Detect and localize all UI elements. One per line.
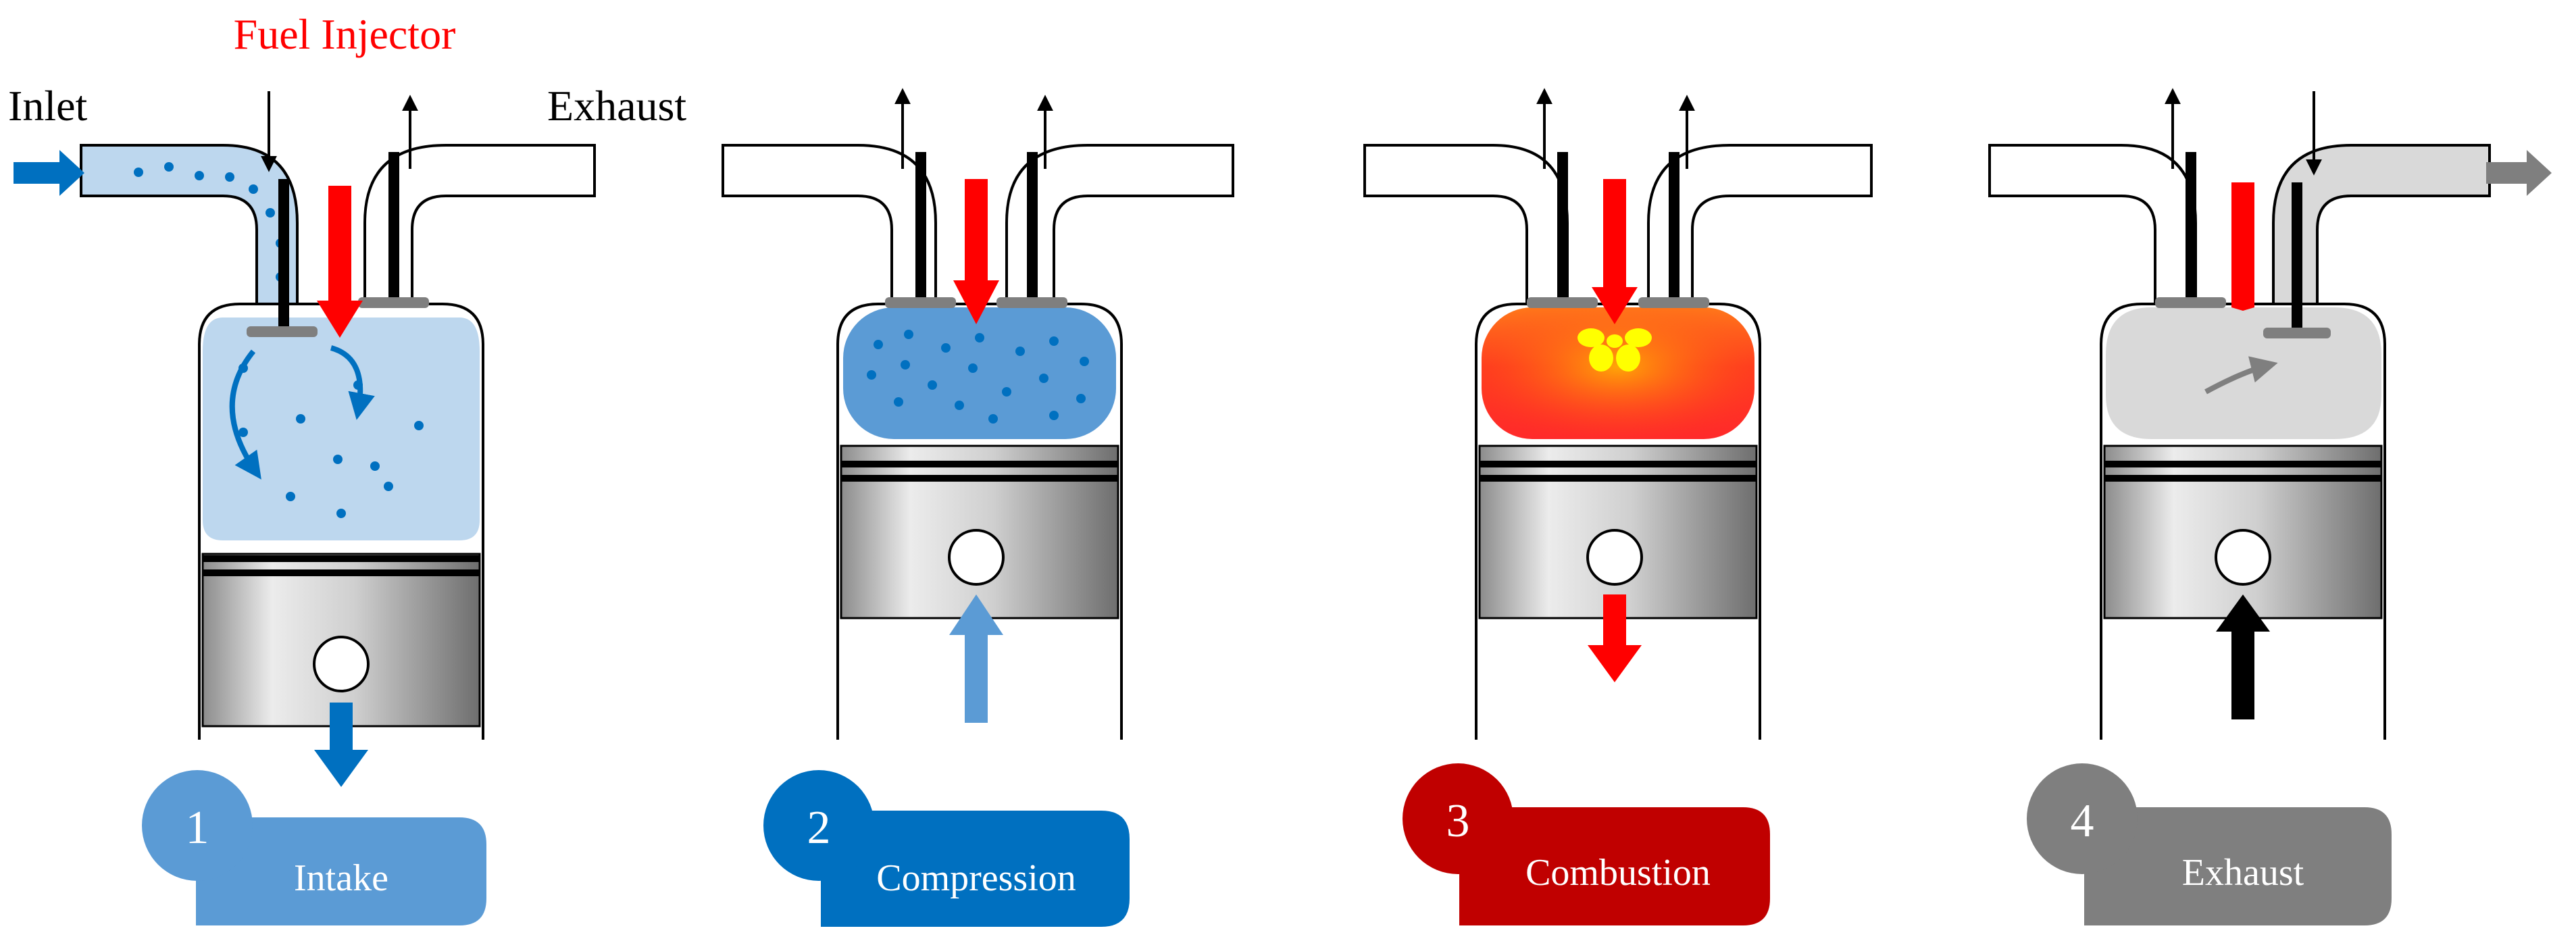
inlet-arrow-icon — [14, 150, 84, 196]
stroke-intake: 1 Intake — [14, 91, 596, 925]
inlet-label: Inlet — [8, 82, 88, 130]
stroke-badge-combustion: 3 Combustion — [1403, 763, 1770, 925]
stroke-name: Combustion — [1525, 852, 1711, 894]
spark-icon — [1577, 328, 1652, 372]
stroke-number: 2 — [807, 802, 831, 854]
intake-valve-stem — [278, 179, 289, 328]
exhaust-label: Exhaust — [547, 82, 686, 130]
stroke-number: 3 — [1446, 795, 1470, 847]
intake-port — [80, 144, 299, 305]
exhaust-valve-head — [2263, 328, 2331, 338]
intake-valve-head — [1527, 297, 1598, 308]
piston-motion-arrow-icon — [314, 703, 368, 787]
piston-ring — [1480, 461, 1757, 467]
piston-ring — [841, 461, 1118, 467]
compressed-charge — [843, 307, 1116, 439]
exhaust-arrow-icon — [2486, 150, 2552, 196]
exhaust-valve-stem — [388, 152, 399, 297]
intake-valve-stem — [1557, 152, 1568, 297]
exhaust-port — [1647, 144, 1873, 305]
fuel-injector — [953, 179, 999, 324]
swirl-arrow-icon — [330, 345, 375, 420]
fuel-injector — [317, 186, 363, 338]
fuel-injector — [1592, 179, 1638, 324]
intake-port — [1988, 144, 2197, 305]
wrist-pin — [2215, 529, 2271, 586]
intake-valve-head — [247, 326, 318, 337]
piston-ring — [1480, 475, 1757, 482]
exhaust-valve-head — [996, 297, 1067, 308]
piston-motion-arrow-icon — [1588, 594, 1642, 682]
fuel-injector-label: Fuel Injector — [234, 10, 456, 58]
exhaust-port — [2272, 144, 2491, 305]
stroke-badge-compression: 2 Compression — [763, 770, 1130, 927]
piston-ring — [2104, 475, 2381, 482]
stroke-number: 4 — [2071, 795, 2094, 847]
stroke-compression: 2 Compression — [722, 88, 1234, 927]
stroke-name: Exhaust — [2182, 852, 2304, 894]
exhaust-valve-head — [358, 297, 429, 308]
chamber-droplets — [867, 330, 1089, 424]
stroke-name: Intake — [294, 857, 388, 899]
intake-port — [1363, 144, 1569, 305]
wrist-pin — [1586, 529, 1643, 586]
intake-port — [722, 144, 937, 305]
intake-valve-head — [2155, 297, 2226, 308]
exhaust-valve-stem — [1027, 152, 1038, 297]
swirl-arrow-icon — [229, 349, 261, 480]
piston-ring — [2104, 461, 2381, 467]
exhaust-valve-stem — [2292, 182, 2302, 328]
stroke-badge-intake: 1 Intake — [142, 770, 486, 925]
wrist-pin — [313, 636, 370, 692]
intake-valve-stem — [2186, 152, 2196, 297]
intake-valve-stem — [915, 152, 926, 297]
exhaust-valve-head — [1638, 297, 1709, 308]
stroke-name: Compression — [876, 857, 1076, 899]
exhaust-port — [1005, 144, 1234, 305]
piston-ring — [841, 475, 1118, 482]
intake-charge — [203, 317, 480, 540]
fuel-injector — [2231, 182, 2254, 311]
piston-motion-arrow-icon — [2216, 594, 2270, 719]
swirl-arrow-icon — [2204, 356, 2278, 395]
wrist-pin — [948, 529, 1005, 586]
intake-valve-head — [885, 297, 956, 308]
stroke-exhaust: 4 Exhaust — [1988, 88, 2552, 925]
exhaust-valve-stem — [1669, 152, 1680, 297]
stroke-badge-exhaust: 4 Exhaust — [2027, 763, 2392, 925]
piston-motion-arrow-icon — [949, 594, 1003, 723]
stroke-combustion: 3 Combustion — [1363, 88, 1873, 925]
stroke-number: 1 — [186, 802, 209, 854]
